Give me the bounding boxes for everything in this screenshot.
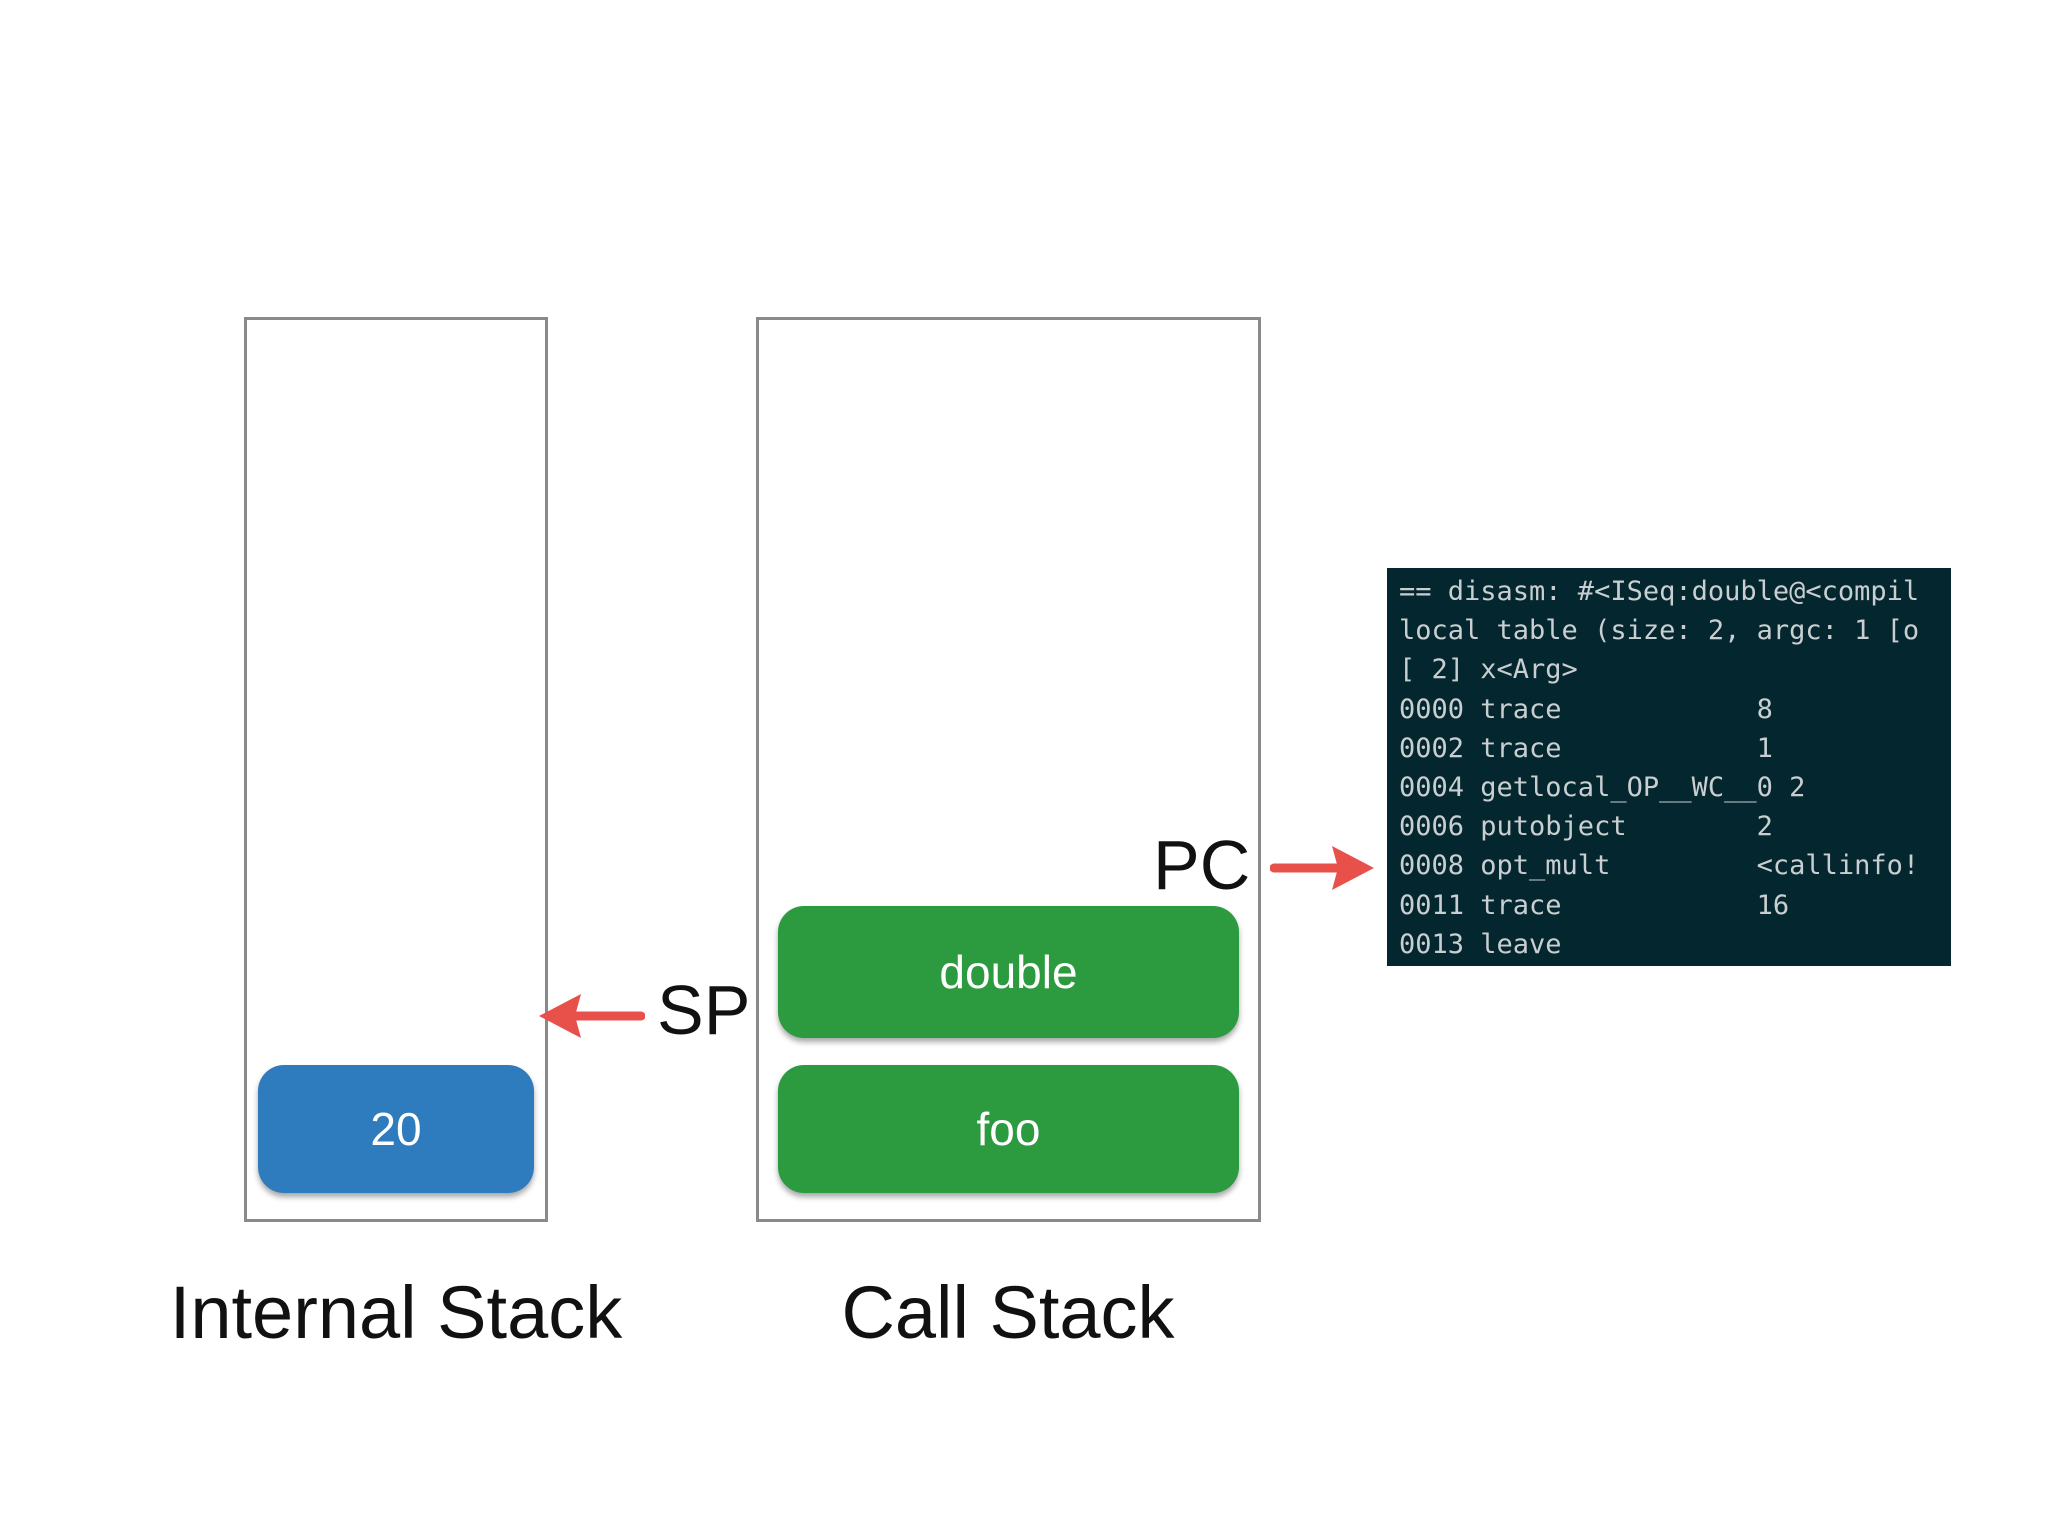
internal-stack-value: 20 (258, 1065, 534, 1193)
disasm-line: 0000 trace 8 (1399, 693, 1773, 725)
sp-arrow-icon (539, 994, 645, 1038)
disasm-line: 0008 opt_mult <callinfo! (1399, 850, 1920, 882)
internal-stack-label: Internal Stack (169, 1271, 623, 1354)
call-stack-label: Call Stack (841, 1271, 1175, 1354)
disasm-line: 0011 trace 16 (1399, 889, 1790, 921)
disasm-line: [ 2] x<Arg> (1399, 654, 1578, 686)
disasm-line: 0002 trace 1 (1399, 732, 1773, 764)
call-frame-double: double (778, 906, 1239, 1038)
disasm-line: 0006 putobject 2 (1399, 811, 1773, 843)
sp-label: SP (657, 971, 751, 1049)
disasm-line: 0004 getlocal_OP__WC__0 2 (1399, 772, 1806, 804)
disasm-line: == disasm: #<ISeq:double@<compil (1399, 576, 1920, 607)
call-frame-foo: foo (778, 1065, 1239, 1193)
pc-label: PC (1153, 826, 1251, 904)
disasm-panel: == disasm: #<ISeq:double@<compil local t… (1387, 568, 1951, 966)
disasm-line: local table (size: 2, argc: 1 [o (1399, 615, 1920, 647)
disasm-line: 0013 leave (1399, 928, 1562, 960)
pc-arrow-icon (1270, 846, 1374, 890)
